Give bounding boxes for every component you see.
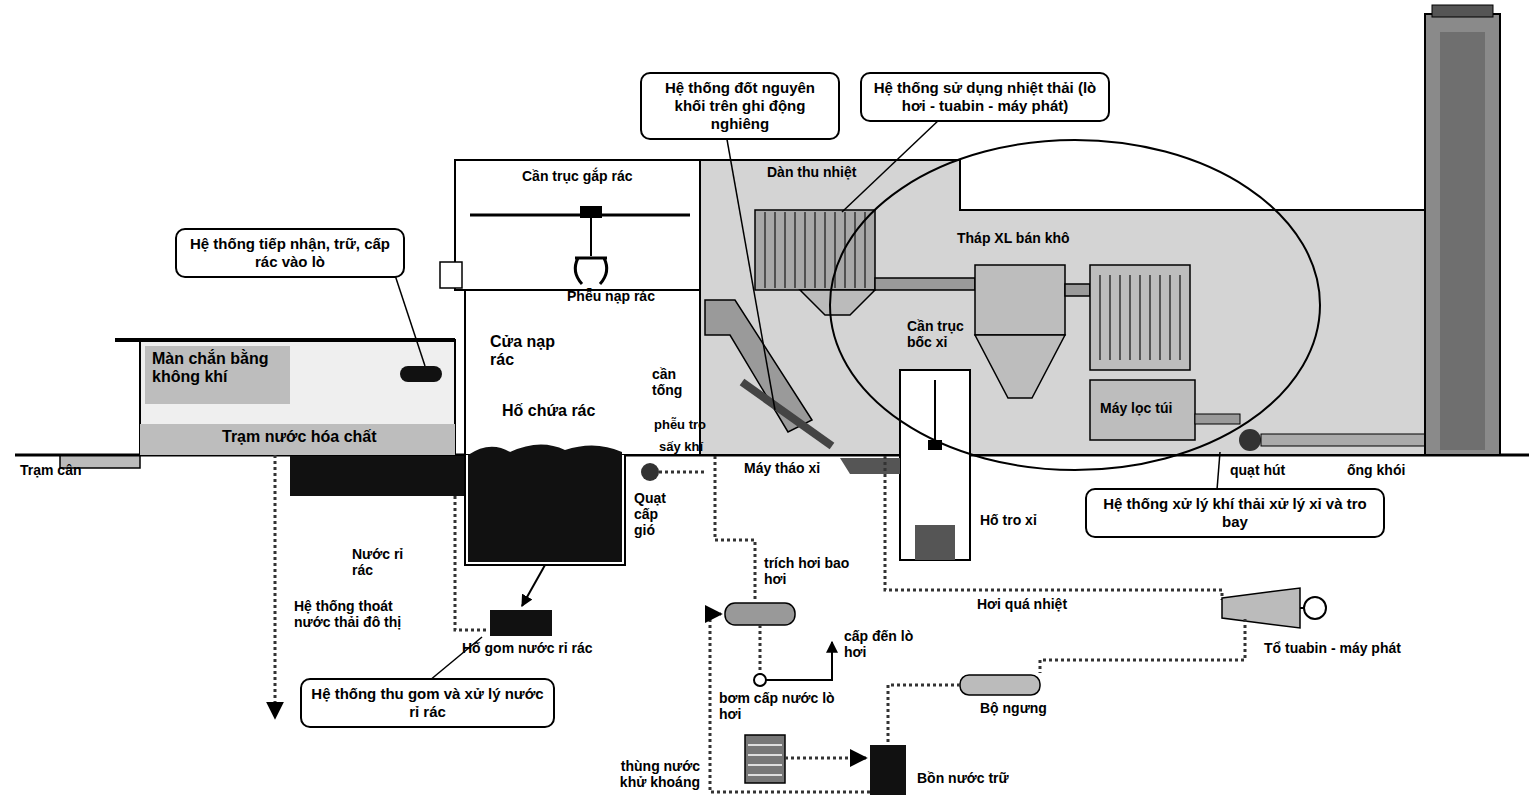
part-label: Cửa nạp rác xyxy=(488,333,583,370)
part-label: trích hơi bao hơi xyxy=(762,555,862,587)
part-label: Dàn thu nhiệt xyxy=(765,164,875,180)
part-label: Bộ ngưng xyxy=(978,700,1058,716)
part-label: Máy lọc túi xyxy=(1098,400,1190,416)
flue-duct xyxy=(1065,284,1090,296)
crane-trolley xyxy=(580,206,602,218)
leachate-pipe xyxy=(455,496,488,630)
part-label: Nước rỉ rác xyxy=(350,546,412,578)
stack-duct xyxy=(1261,434,1425,446)
part-label: Bồn nước trữ xyxy=(915,770,1030,786)
callout-box: Hệ thống xử lý khí thải xử lý xỉ và tro … xyxy=(1085,488,1385,538)
part-label: sấy khí xyxy=(657,440,712,455)
deaerator xyxy=(725,603,795,625)
feed-pipe xyxy=(766,642,832,680)
inclined-grate xyxy=(742,382,832,446)
supply-fan xyxy=(641,463,659,481)
callout-box: Hệ thống đốt nguyên khối trên ghi động n… xyxy=(640,72,840,140)
chimney-core xyxy=(1440,32,1485,450)
region-ellipse xyxy=(830,140,1320,470)
chimney xyxy=(1425,14,1500,455)
semi-dry-tower xyxy=(975,265,1065,335)
turbine xyxy=(1222,588,1300,628)
ash-hopper xyxy=(800,290,875,315)
callout-text: Hệ thống đốt nguyên khối trên ghi động n… xyxy=(651,79,829,133)
plant-building xyxy=(700,160,1440,455)
part-label: Hơi quá nhiệt xyxy=(975,596,1090,612)
part-label: cấp đến lò hơi xyxy=(842,628,924,660)
roof-line xyxy=(115,338,455,342)
demin-tank xyxy=(745,735,785,783)
part-label: Hố gom nước rỉ rác xyxy=(460,640,625,656)
part-label: phễu tro xyxy=(652,418,712,433)
part-label: Hệ thống thoát nước thải đô thị xyxy=(292,598,432,630)
induced-fan xyxy=(1239,429,1261,451)
part-label: bơm cấp nước lò hơi xyxy=(717,690,842,722)
makeup-pipe xyxy=(785,757,866,760)
part-label: Cần trục bốc xỉ xyxy=(905,318,985,350)
callout-box: Hệ thống sử dụng nhiệt thải (lò hơi - tu… xyxy=(860,72,1110,122)
leader-line xyxy=(720,100,775,410)
part-label: Máy tháo xỉ xyxy=(742,460,837,476)
drain-pipe xyxy=(274,455,277,718)
part-label: Hố tro xỉ xyxy=(978,512,1058,528)
condensate-pipe xyxy=(888,685,960,743)
demin-tank-lines xyxy=(748,745,782,775)
air-pipe xyxy=(659,471,705,474)
slag-crane-frame xyxy=(900,370,970,560)
crane-cable xyxy=(590,218,592,256)
part-label: Trạm cân xyxy=(18,462,98,478)
part-label: cần tống xyxy=(650,366,712,398)
air-blower xyxy=(400,366,442,382)
part-label: quạt hút xyxy=(1228,462,1303,478)
flue-duct xyxy=(875,278,975,290)
part-label: thùng nước khử khoáng xyxy=(590,758,702,790)
chimney-top xyxy=(1432,5,1493,17)
bag-filter-base xyxy=(1090,380,1195,440)
callout-text: Hệ thống thu gom và xử lý nước rỉ rác xyxy=(311,685,544,721)
bag-filter xyxy=(1090,265,1190,370)
callout-text: Hệ thống sử dụng nhiệt thải (lò hơi - tu… xyxy=(871,79,1099,115)
tower-cone xyxy=(975,335,1065,398)
flue-duct xyxy=(1195,414,1240,424)
storage-tank xyxy=(870,745,906,795)
part-label: Tháp XL bán khô xyxy=(955,230,1085,246)
part-label: Tổ tuabin - máy phát xyxy=(1262,640,1447,656)
part-label: ống khói xyxy=(1345,462,1420,478)
chemical-band xyxy=(140,424,455,455)
crane-grab xyxy=(575,258,607,284)
part-label: Quạt cấp gió xyxy=(632,490,677,538)
tube-lines xyxy=(765,212,865,288)
chemical-station-building xyxy=(140,340,455,455)
part-label: Cần trục gắp rác xyxy=(520,168,645,184)
callout-box: Hệ thống tiếp nhận, trữ, cấp rác vào lò xyxy=(175,228,405,278)
boiler-tubes xyxy=(755,210,875,290)
part-label: Phễu nạp rác xyxy=(565,288,680,304)
control-cabin xyxy=(440,262,462,288)
part-label: Màn chắn bằng không khí xyxy=(150,350,285,387)
part-label: Hố chứa rác xyxy=(500,402,615,420)
pit-drain xyxy=(522,565,545,606)
slag-crane-cable xyxy=(934,380,936,440)
air-curtain-panel xyxy=(145,346,290,404)
callout-text: Hệ thống xử lý khí thải xử lý xỉ và tro … xyxy=(1096,495,1374,531)
extraction-pipe xyxy=(715,456,755,601)
generator xyxy=(1304,597,1326,619)
waste-pile xyxy=(468,444,622,562)
callout-text: Hệ thống tiếp nhận, trữ, cấp rác vào lò xyxy=(186,235,394,271)
filter-bags xyxy=(1100,275,1180,360)
condenser xyxy=(960,675,1040,695)
exhaust-pipe xyxy=(1040,619,1245,673)
callout-box: Hệ thống thu gom và xử lý nước rỉ rác xyxy=(300,678,555,728)
leachate-sump xyxy=(490,610,552,636)
leachate-channel xyxy=(290,456,470,496)
feed-pipe xyxy=(759,625,762,674)
slag-pit xyxy=(915,525,955,560)
feed-pump xyxy=(754,674,766,686)
part-label: Trạm nước hóa chất xyxy=(220,428,430,446)
slag-extractor xyxy=(840,458,900,474)
crane-hall xyxy=(455,160,700,290)
